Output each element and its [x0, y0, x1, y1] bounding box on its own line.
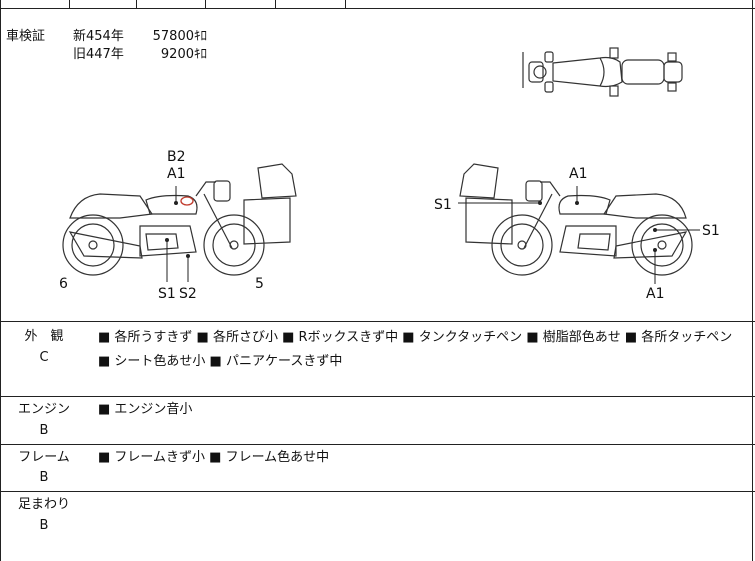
label-6: 6: [59, 276, 68, 292]
damage-mark-circle: [180, 196, 194, 206]
old-year: 旧447年: [73, 47, 124, 62]
label-s2: S2: [179, 286, 197, 302]
new-price: 57800ｷﾛ: [152, 29, 207, 44]
label-s1-right-left: S1: [434, 197, 452, 213]
condition-text-engine: ■ エンジン音小: [98, 402, 193, 417]
condition-text-exterior: ■ 各所うすきず ■ 各所さび小 ■ Rボックスきず中 ■ タンクタッチペン ■…: [98, 330, 733, 369]
label-5: 5: [255, 276, 264, 292]
new-year: 新454年: [73, 29, 124, 44]
old-price: 9200ｷﾛ: [160, 47, 207, 62]
label-a1-left: A1: [167, 166, 185, 182]
label-b2: B2: [167, 149, 186, 165]
condition-label-suspension: 足まわり: [17, 497, 70, 512]
condition-label-frame: フレーム: [18, 450, 70, 465]
damage-diagram: B2 A1 6 5 S1 S2 A1 S1 S1 A1: [59, 47, 720, 302]
label-s1-right-right: S1: [702, 223, 720, 239]
right-leader-lines: [458, 186, 700, 284]
old-inspection-row: 旧447年 9200ｷﾛ: [73, 46, 207, 64]
condition-label-engine: エンジン: [17, 402, 70, 417]
left-damage-dots: [165, 201, 190, 258]
condition-grade-exterior: C: [39, 350, 49, 365]
motorcycle-left-side-icon: [62, 163, 297, 276]
divider: [0, 396, 755, 397]
divider: [0, 444, 755, 445]
condition-grade-frame: B: [39, 470, 49, 485]
label-a1-right-top: A1: [569, 166, 587, 182]
new-inspection-row: 新454年 57800ｷﾛ: [73, 28, 207, 46]
right-damage-dots: [538, 201, 657, 252]
divider: [0, 321, 755, 322]
motorcycle-right-side-icon: [459, 163, 693, 276]
condition-grade-engine: B: [39, 423, 49, 438]
motorcycle-top-view-icon: [522, 47, 683, 97]
condition-text-frame: ■ フレームきず小 ■ フレーム色あせ中: [98, 450, 330, 465]
divider: [0, 491, 755, 492]
condition-label-exterior: 外 観: [24, 329, 64, 344]
top-table-strip: [0, 0, 755, 9]
left-leader-lines: [166, 186, 189, 282]
label-a1-right-bottom: A1: [646, 286, 664, 302]
inspection-label: 車検証: [6, 29, 46, 44]
condition-grade-suspension: B: [39, 518, 49, 533]
label-s1-left: S1: [158, 286, 176, 302]
